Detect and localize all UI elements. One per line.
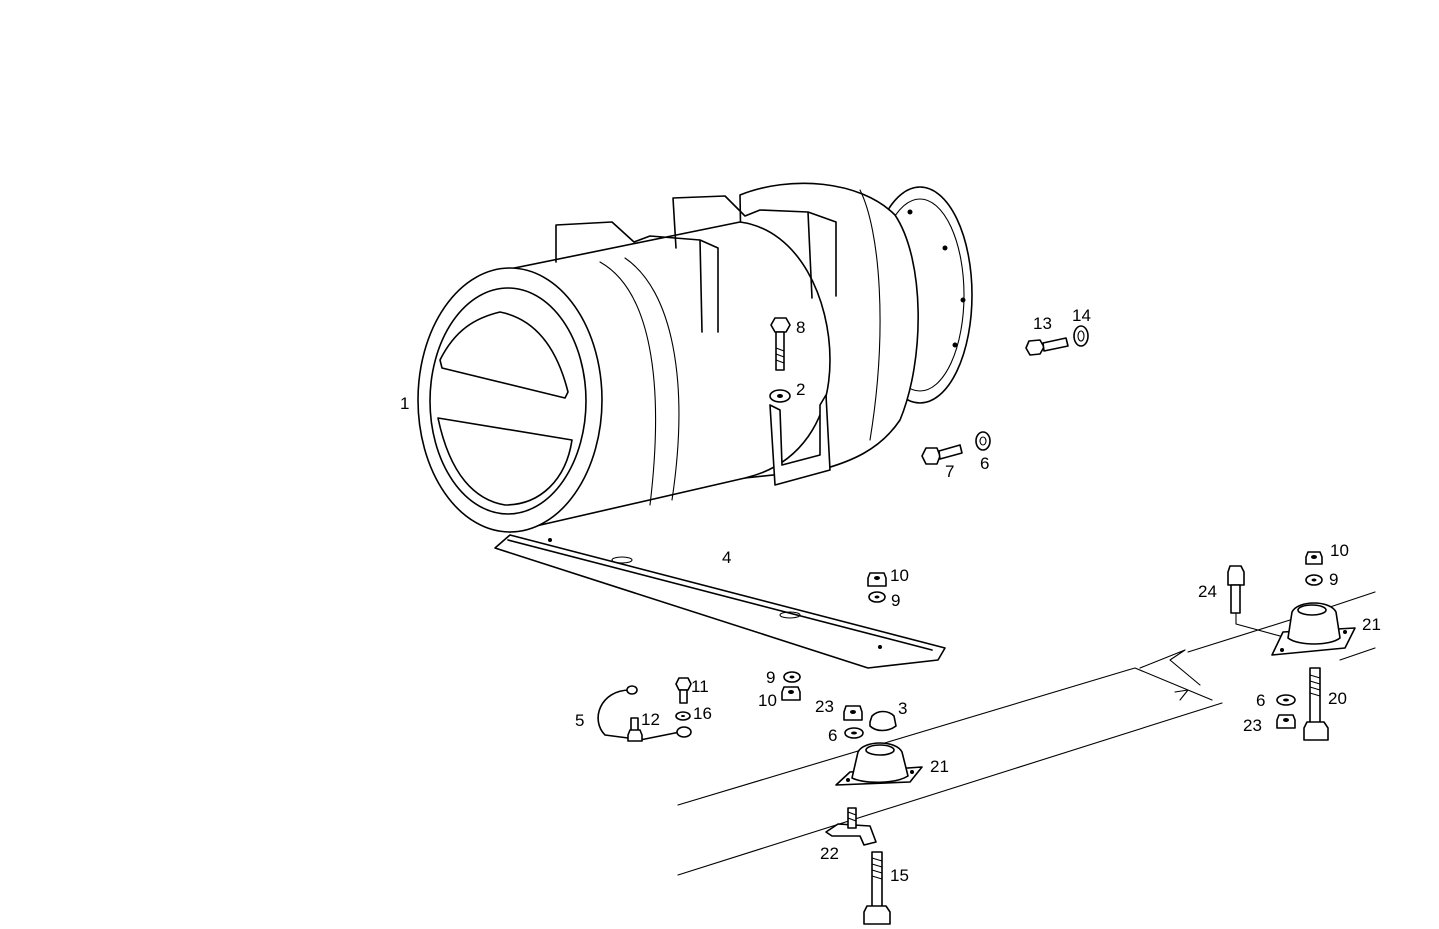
rubber-mount-21-right (1271, 602, 1356, 656)
bolt-11 (675, 677, 692, 704)
callout-9b: 9 (1329, 570, 1338, 589)
callout-21b: 21 (930, 757, 949, 776)
callout-2: 2 (796, 380, 805, 399)
callout-14: 14 (1072, 306, 1091, 325)
callout-12: 12 (641, 710, 660, 729)
bolt-15 (863, 851, 891, 925)
callout-24: 24 (1198, 582, 1217, 601)
callout-10a: 10 (890, 566, 909, 585)
bracket-22 (825, 807, 877, 846)
bolt-13 (1025, 337, 1069, 356)
callout-11: 11 (691, 677, 709, 696)
bolt-8 (770, 317, 791, 371)
callout-7: 7 (945, 462, 954, 481)
washer-16 (675, 711, 691, 721)
callout-6c: 6 (1256, 691, 1265, 710)
callout-23b: 23 (1243, 716, 1262, 735)
callout-3: 3 (898, 699, 907, 718)
callout-9c: 9 (766, 668, 775, 687)
bracket-plate-4 (494, 534, 946, 669)
callout-20: 20 (1328, 689, 1347, 708)
callout-10b: 10 (1330, 541, 1349, 560)
callout-9a: 9 (891, 591, 900, 610)
bolt-20 (1303, 667, 1329, 741)
callout-4: 4 (722, 548, 731, 567)
washer-6-upper (975, 431, 991, 451)
callout-10c: 10 (758, 691, 777, 710)
bolt-12 (627, 717, 643, 742)
callout-15: 15 (890, 866, 909, 885)
callout-6b: 6 (828, 726, 837, 745)
callout-22: 22 (820, 844, 839, 863)
bolt-7 (921, 444, 963, 465)
callout-1: 1 (400, 394, 409, 413)
callout-labels: 1 8 2 13 14 7 6 4 10 9 10 9 24 21 11 5 1… (400, 306, 1381, 885)
callout-23a: 23 (815, 697, 834, 716)
callout-21a: 21 (1362, 615, 1381, 634)
rubber-mount-21-left (835, 742, 923, 786)
callout-5: 5 (575, 711, 584, 730)
washer-14 (1073, 325, 1089, 347)
ground-strap-5 (597, 685, 692, 741)
frame-rails (677, 591, 1376, 876)
callout-13: 13 (1033, 314, 1052, 333)
nut-washer-group-right-bottom (1276, 694, 1296, 729)
nut-washer-group-right-top (1305, 551, 1323, 586)
air-filter-housing (417, 182, 973, 533)
nut-23-and-spacer-3 (843, 705, 897, 739)
callout-8: 8 (796, 318, 805, 337)
nut-washer-group-middle (781, 671, 801, 701)
bolt-24 (1227, 565, 1281, 637)
nut-washer-group-a (867, 572, 887, 603)
callout-6a: 6 (980, 454, 989, 473)
callout-16: 16 (693, 704, 712, 723)
